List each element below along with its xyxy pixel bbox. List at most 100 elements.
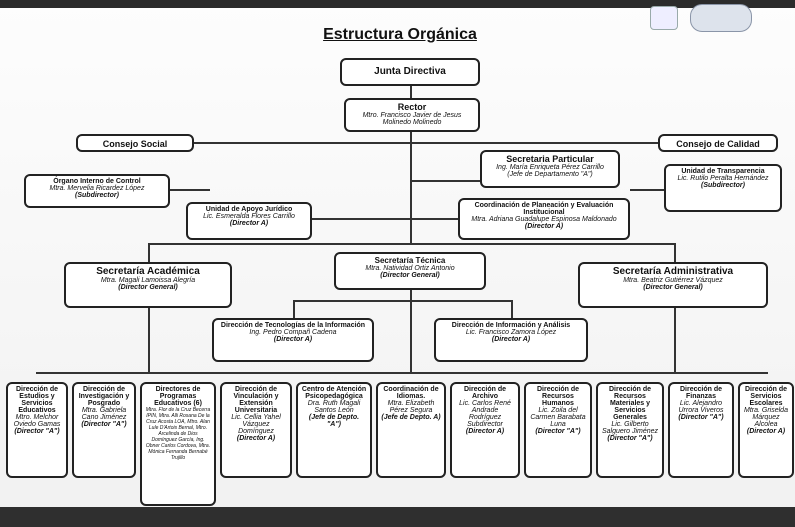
direccion-name: Mtra. Griselda Márquez Alcolea — [744, 407, 788, 428]
consejo-calidad-box: Consejo de Calidad — [658, 134, 778, 152]
consejo-social-box: Consejo Social — [76, 134, 194, 152]
direccion-role: (Director "A") — [14, 428, 60, 435]
connector-line — [410, 132, 412, 244]
direccion-role: (Director "A") — [607, 435, 653, 442]
direccion-box: Centro de Atención Psicopedagógica Dra. … — [296, 382, 372, 478]
direccion-role: (Director "A") — [81, 421, 127, 428]
tecnologias-box: Dirección de Tecnologías de la Informaci… — [212, 318, 374, 362]
organo-control-box: Órgano Interno de Control Mtra. Mervelia… — [24, 174, 170, 208]
connector-line — [180, 142, 660, 144]
consejo-social-label: Consejo Social — [102, 139, 168, 149]
top-bar — [0, 0, 795, 8]
connector-line — [410, 289, 412, 301]
informacion-box: Dirección de Información y Análisis Lic.… — [434, 318, 588, 362]
chart-title: Estructura Orgánica — [323, 26, 477, 43]
direccion-title: Dirección de Recursos Materiales y Servi… — [608, 386, 651, 421]
direccion-title: Directores de Programas Educativos (6) — [154, 386, 202, 407]
direccion-name: Mtra. Flor de la Cruz Becerra IPIN, Mtra… — [145, 407, 211, 461]
direccion-name: Lic. Alejandro Urrora Viveros — [678, 400, 724, 414]
planeacion-title: Coordinación de Planeación y Evaluación … — [474, 202, 614, 216]
direccion-title: Centro de Atención Psicopedagógica — [301, 386, 367, 400]
planeacion-role: (Director A) — [524, 223, 564, 230]
direccion-name: Lic. Zoila del Carmen Barabata Luna — [530, 407, 586, 428]
rector-box: Rector Mtro. Francisco Javier de Jesus M… — [344, 98, 480, 132]
junta-directiva-box: Junta Directiva — [340, 58, 480, 86]
tecnologias-name: Ing. Pedro Compañ Cadena — [249, 329, 337, 336]
connector-line — [293, 300, 513, 302]
connector-line — [410, 86, 412, 100]
secretaria-academica-role: (Director General) — [118, 284, 178, 291]
connector-line — [293, 300, 295, 320]
direccion-title: Dirección de Finanzas — [679, 386, 722, 400]
rector-name: Mtro. Francisco Javier de Jesus Molinedo… — [362, 112, 462, 126]
direccion-title: Coordinación de Idiomas. — [383, 386, 439, 400]
direccion-name: Lic. Carlos René Andrade Rodríguez Subdi… — [459, 400, 511, 428]
direccion-name: Mtra. Gabriela Cano Jiménez — [81, 407, 127, 421]
connector-line — [412, 180, 482, 182]
secretaria-administrativa-name: Mtra. Beatriz Gutiérrez Vázquez — [623, 277, 723, 284]
direccion-role: (Director "A") — [678, 414, 724, 421]
direccion-title: Dirección de Servicios Escolares — [744, 386, 787, 407]
secretaria-particular-box: Secretaria Particular Ing. María Enrique… — [480, 150, 620, 188]
secretaria-particular-name: Ing. María Enriqueta Pérez Carrillo — [496, 164, 604, 171]
connector-line — [148, 243, 150, 263]
direccion-box: Directores de Programas Educativos (6) M… — [140, 382, 216, 506]
connector-line — [170, 189, 210, 191]
organo-control-title: Órgano Interno de Control — [53, 178, 141, 185]
bottom-bar — [0, 507, 795, 527]
tecnologias-title: Dirección de Tecnologías de la Informaci… — [220, 322, 366, 329]
informacion-name: Lic. Francisco Zamora López — [465, 329, 557, 336]
direccion-role: (Director A) — [746, 428, 786, 435]
direccion-title: Dirección de Vinculación y Extensión Uni… — [233, 386, 279, 414]
secretaria-academica-title: Secretaría Académica — [96, 266, 200, 277]
secretaria-tecnica-title: Secretaría Técnica — [374, 256, 446, 265]
direccion-name: Mtra. Elizabeth Pérez Segura — [387, 400, 435, 414]
connector-line — [674, 243, 676, 263]
direccion-box: Dirección de Recursos Materiales y Servi… — [596, 382, 664, 478]
secretaria-tecnica-role: (Director General) — [380, 272, 440, 279]
organo-control-name: Mtra. Mervelia Ricardez López — [49, 185, 145, 192]
apoyo-juridico-title: Unidad de Apoyo Jurídico — [205, 206, 293, 213]
direccion-title: Dirección de Estudios y Servicios Educat… — [15, 386, 58, 414]
planeacion-box: Coordinación de Planeación y Evaluación … — [458, 198, 630, 240]
connector-line — [410, 301, 412, 373]
secretaria-administrativa-title: Secretaría Administrativa — [612, 266, 734, 277]
direccion-role: (Director A) — [465, 428, 505, 435]
direccion-name: Lic. Cellia Yahel Vázquez Domínguez — [231, 414, 281, 435]
transparencia-role: (Subdirector) — [701, 182, 745, 189]
direccion-box: Dirección de Archivo Lic. Carlos René An… — [450, 382, 520, 478]
connector-line — [674, 307, 676, 373]
direccion-box: Dirección de Servicios Escolares Mtra. G… — [738, 382, 794, 478]
direccion-name: Lic. Gilberto Salguero Jiménez — [601, 421, 659, 435]
direccion-box: Dirección de Finanzas Lic. Alejandro Urr… — [668, 382, 734, 478]
direccion-name: Mtro. Melchor Oviedo Gamas — [13, 414, 61, 428]
direccion-title: Dirección de Recursos Humanos — [536, 386, 579, 407]
direccion-role: (Jefe de Depto. A) — [381, 414, 441, 421]
secretaria-academica-name: Mtra. Magali Lamoissa Alegría — [100, 277, 196, 284]
connector-line — [511, 300, 513, 320]
seal-icon — [650, 6, 678, 30]
direccion-box: Dirección de Investigación y Posgrado Mt… — [72, 382, 136, 478]
informacion-role: (Director A) — [491, 336, 531, 343]
rector-title: Rector — [397, 102, 427, 112]
planeacion-name: Mtra. Adriana Guadalupe Espinosa Maldona… — [471, 216, 617, 223]
secretaria-particular-role: (Jefe de Departamento "A") — [507, 171, 593, 178]
direccion-box: Dirección de Vinculación y Extensión Uni… — [220, 382, 292, 478]
secretaria-administrativa-box: Secretaría Administrativa Mtra. Beatriz … — [578, 262, 768, 308]
secretaria-tecnica-name: Mtra. Natividad Ortiz Antonio — [365, 265, 455, 272]
direccion-name: Dra. Ruth Magali Santos León — [307, 400, 361, 414]
direccion-box: Coordinación de Idiomas. Mtra. Elizabeth… — [376, 382, 446, 478]
transparencia-box: Unidad de Transparencia Lic. Rutilo Pera… — [664, 164, 782, 212]
connector-line — [148, 243, 674, 245]
apoyo-juridico-role: (Director A) — [229, 220, 269, 227]
secretaria-academica-box: Secretaría Académica Mtra. Magali Lamois… — [64, 262, 232, 308]
informacion-title: Dirección de Información y Análisis — [451, 322, 571, 329]
tecnologias-role: (Director A) — [273, 336, 313, 343]
secretaria-particular-title: Secretaria Particular — [506, 154, 594, 164]
apoyo-juridico-box: Unidad de Apoyo Jurídico Lic. Esmeralda … — [186, 202, 312, 240]
transparencia-name: Lic. Rutilo Peralta Hernández — [677, 175, 769, 182]
connector-line — [36, 372, 768, 374]
organo-control-role: (Subdirector) — [75, 192, 119, 199]
direccion-box: Dirección de Estudios y Servicios Educat… — [6, 382, 68, 478]
consejo-calidad-label: Consejo de Calidad — [676, 139, 760, 149]
